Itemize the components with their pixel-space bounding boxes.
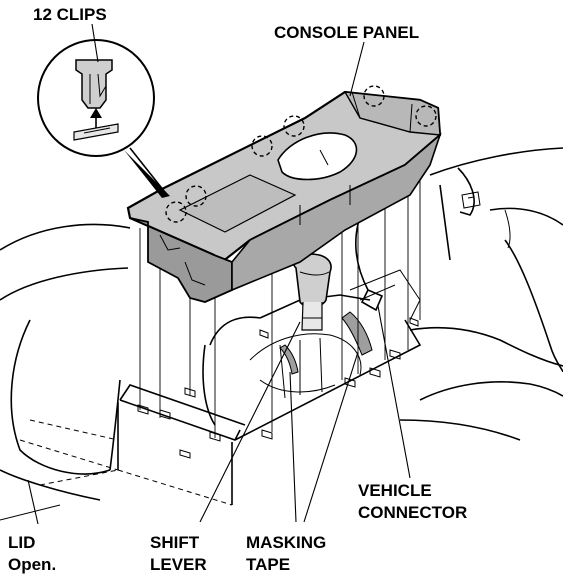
masking-tape-label-line2: TAPE <box>246 555 290 574</box>
vehicle-connector-label-line1: VEHICLE <box>358 481 432 500</box>
console-panel-label: CONSOLE PANEL <box>274 23 419 42</box>
base-clip-sockets <box>137 317 419 459</box>
lower-console-base <box>19 269 422 506</box>
lid-label-line2: Open. <box>8 555 56 574</box>
masking-tape-label-line1: MASKING <box>246 533 326 552</box>
shift-lever <box>292 253 332 331</box>
callout-leaders <box>27 41 411 525</box>
clip-location-markers <box>165 85 437 223</box>
surrounding-interior <box>0 147 563 521</box>
console-panel <box>126 90 442 303</box>
lid-label-line1: LID <box>8 533 35 552</box>
clip-detail-inset <box>37 23 170 198</box>
clips-label: 12 CLIPS <box>33 5 107 24</box>
shift-lever-label-line2: LEVER <box>150 555 207 574</box>
shift-lever-label-line1: SHIFT <box>150 533 200 552</box>
vehicle-connector-label-line2: CONNECTOR <box>358 503 467 522</box>
